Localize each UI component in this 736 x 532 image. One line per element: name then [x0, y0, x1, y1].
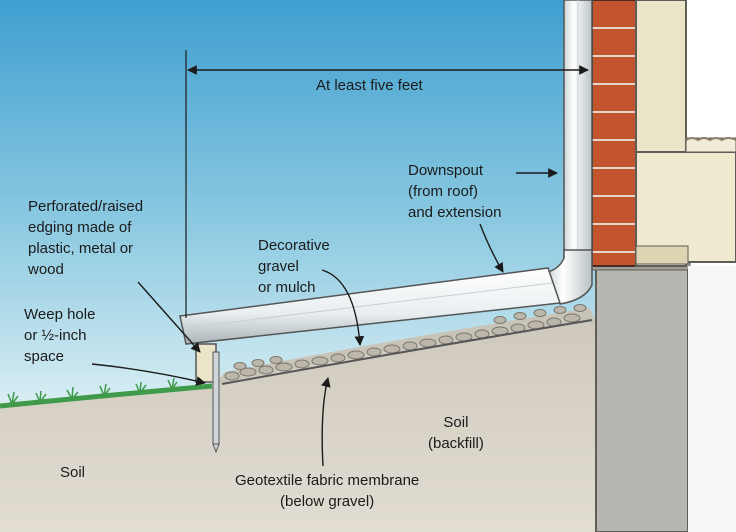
weep-label: Weep hole or ½-inch space: [24, 304, 95, 367]
geotextile-label-line-2: (below gravel): [280, 493, 375, 510]
soil-backfill-line-2: (backfill): [428, 435, 484, 452]
carpet: [685, 137, 736, 142]
downspout-label: Downspout (from roof) and extension: [408, 160, 501, 223]
decorative-label-line-2: gravel: [258, 258, 299, 275]
decorative-label-line-3: or mulch: [258, 279, 316, 296]
downspout-label-line-2: (from roof): [408, 183, 479, 200]
decorative-label: Decorative gravel or mulch: [258, 235, 330, 298]
weep-label-line-2: or ½-inch: [24, 327, 87, 344]
foundation-side: [688, 266, 736, 532]
downspout-label-line-1: Downspout: [408, 162, 484, 179]
foundation-wall: [595, 265, 689, 532]
geotextile-label: Geotextile fabric membrane (below gravel…: [235, 470, 419, 512]
gravel-stones: [224, 304, 587, 381]
leader-weep: [91, 363, 206, 386]
floor-deck: [685, 137, 736, 153]
edging-stake: [212, 351, 220, 445]
grass-line: [0, 383, 213, 409]
weep-label-line-3: space: [24, 348, 65, 365]
downspout-elbow: [547, 249, 593, 305]
leader-edging: [137, 281, 201, 353]
downspout-label-line-3: and extension: [408, 204, 502, 221]
distance-label: At least five feet: [316, 77, 423, 94]
soil-backfill-label: Soil (backfill): [428, 412, 484, 454]
brick-joints: [592, 27, 636, 253]
leader-gravel: [321, 269, 365, 346]
edging-label-line-1: Perforated/raised: [28, 198, 144, 215]
grass-tufts: [7, 377, 178, 405]
edging-label-line-2: edging made of: [28, 219, 132, 236]
edging-label-line-3: plastic, metal or: [28, 240, 134, 257]
leader-extension: [479, 223, 504, 273]
geotextile-label-line-1: Geotextile fabric membrane: [235, 472, 420, 489]
leader-geotextile: [321, 377, 331, 467]
sill-plate: [635, 245, 689, 265]
soil-label: Soil: [60, 464, 86, 481]
edging-label: Perforated/raised edging made of plastic…: [28, 196, 143, 280]
soil: [0, 322, 596, 532]
edging-label-line-4: wood: [28, 261, 64, 278]
weep-label-line-1: Weep hole: [24, 306, 96, 323]
brick-wall: [591, 0, 637, 267]
decorative-label-line-1: Decorative: [258, 237, 330, 254]
soil-backfill-line-1: Soil: [443, 414, 469, 431]
geotextile-membrane: [221, 319, 593, 385]
